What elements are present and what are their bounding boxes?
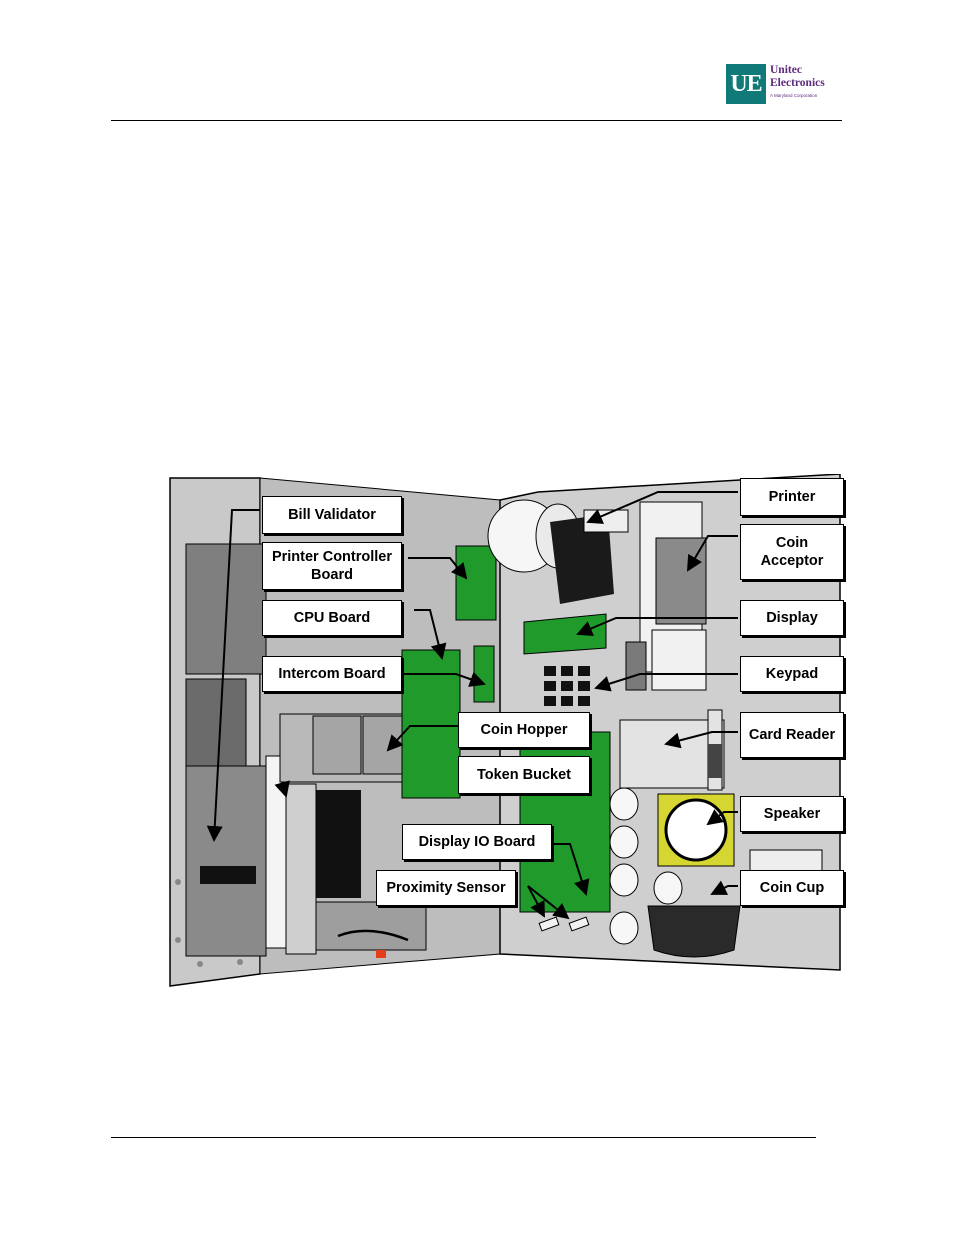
label-coin-cup: Coin Cup xyxy=(740,870,844,906)
label-bill-validator: Bill Validator xyxy=(262,496,402,534)
footer-rule xyxy=(111,1137,816,1138)
header-rule xyxy=(111,120,842,121)
label-keypad: Keypad xyxy=(740,656,844,692)
label-card-reader: Card Reader xyxy=(740,712,844,758)
bill-validator-body xyxy=(186,766,266,956)
cpu-board-art xyxy=(402,650,460,798)
label-coin-acceptor-line1: Coin xyxy=(776,534,808,552)
keypad-art xyxy=(544,666,590,706)
logo-name-line2: Electronics xyxy=(770,77,840,90)
kiosk-component-diagram: Bill Validator Printer Printer Controlle… xyxy=(168,474,848,990)
logo-tagline: A Maryland Corporation xyxy=(770,93,840,98)
label-proximity-sensor: Proximity Sensor xyxy=(376,870,516,906)
label-intercom-board: Intercom Board xyxy=(262,656,402,692)
logo-name-line1: Unitec xyxy=(770,64,840,77)
label-printer-controller-line2: Board xyxy=(311,566,353,584)
label-printer-controller-board: Printer Controller Board xyxy=(262,542,402,590)
label-printer: Printer xyxy=(740,478,844,516)
logo-mark: UE xyxy=(726,64,766,104)
logo-name: Unitec Electronics xyxy=(770,64,840,90)
label-display: Display xyxy=(740,600,844,636)
label-token-bucket: Token Bucket xyxy=(458,756,590,794)
label-speaker: Speaker xyxy=(740,796,844,832)
label-display-io-board: Display IO Board xyxy=(402,824,552,860)
label-cpu-board: CPU Board xyxy=(262,600,402,636)
coin-cup-art xyxy=(648,906,740,957)
printer-controller-art xyxy=(456,546,496,620)
label-coin-acceptor-line2: Acceptor xyxy=(761,552,824,570)
label-printer-controller-line1: Printer Controller xyxy=(272,548,392,566)
intercom-board-art xyxy=(474,646,494,702)
label-coin-acceptor: Coin Acceptor xyxy=(740,524,844,580)
label-coin-hopper: Coin Hopper xyxy=(458,712,590,748)
company-logo: UE Unitec Electronics A Maryland Corpora… xyxy=(726,64,830,106)
